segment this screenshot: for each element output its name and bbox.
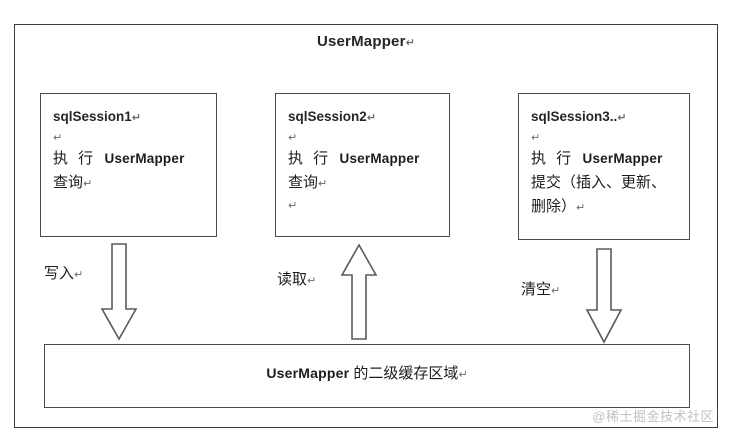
- session1-name: sqlSession1: [53, 109, 132, 124]
- arrow-label-write-pilcrow-icon: ↵: [74, 269, 84, 281]
- arrow-label-read-pilcrow-icon: ↵: [307, 275, 317, 287]
- session-box-sqlsession2: sqlSession2↵ ↵ 执 行 UserMapper 查询↵ ↵: [275, 93, 450, 237]
- session2-trailing-line: ↵: [288, 194, 449, 214]
- session2-name-pilcrow-icon: ↵: [366, 112, 377, 124]
- session1-body-1-latin: UserMapper: [104, 151, 185, 167]
- session2-body-1-cn: 执 行: [288, 150, 332, 168]
- session3-body-line-3: 删除）↵: [531, 196, 689, 218]
- session2-title: sqlSession2↵: [288, 108, 449, 126]
- session1-body-1-cn: 执 行: [53, 150, 97, 168]
- session2-body-2-pilcrow-icon: ↵: [318, 177, 328, 190]
- session3-title: sqlSession3..↵: [531, 108, 689, 126]
- session3-body-1-cn: 执 行: [531, 150, 575, 168]
- session2-blank-line: ↵: [288, 126, 449, 146]
- session1-body-2-pilcrow-icon: ↵: [83, 177, 93, 190]
- session1-title: sqlSession1↵: [53, 108, 216, 126]
- arrow-down-clear-icon: [585, 248, 623, 349]
- session2-trailing-pilcrow-icon: ↵: [288, 199, 298, 212]
- diagram-title: UserMapper↵: [0, 33, 732, 50]
- session2-body-line-2: 查询↵: [288, 172, 449, 194]
- watermark: @稀土掘金技术社区: [592, 409, 714, 424]
- arrow-label-clear-text: 清空: [521, 281, 552, 298]
- arrow-label-clear: 清空↵: [521, 278, 560, 299]
- session3-name-pilcrow-icon: ↵: [617, 112, 627, 124]
- cache-region-pilcrow-icon: ↵: [458, 369, 468, 381]
- session1-blank-pilcrow-icon: ↵: [53, 132, 63, 145]
- session3-body-1-latin: UserMapper: [582, 151, 663, 167]
- session3-body-line-2: 提交（插入、更新、: [531, 172, 689, 194]
- session-box-sqlsession1: sqlSession1↵ ↵ 执 行 UserMapper 查询↵: [40, 93, 217, 237]
- session3-name: sqlSession3..: [531, 109, 618, 124]
- arrow-down-write-icon: [100, 243, 138, 346]
- session1-body-line-2: 查询↵: [53, 172, 216, 194]
- arrow-label-write-text: 写入: [44, 265, 75, 282]
- session-box-sqlsession3: sqlSession3..↵ ↵ 执 行 UserMapper 提交（插入、更新…: [518, 93, 690, 240]
- session3-body-3-pilcrow-icon: ↵: [576, 201, 586, 214]
- second-level-cache-region-box: UserMapper 的二级缓存区域↵: [44, 344, 690, 408]
- session1-blank-line: ↵: [53, 126, 216, 146]
- arrow-up-read-icon: [340, 243, 378, 346]
- diagram-title-pilcrow-icon: ↵: [405, 37, 416, 49]
- arrow-label-clear-pilcrow-icon: ↵: [551, 285, 561, 297]
- arrow-label-write: 写入↵: [44, 262, 83, 283]
- cache-region-label: UserMapper 的二级缓存区域↵: [45, 362, 689, 383]
- session2-body-1-latin: UserMapper: [339, 151, 420, 167]
- session2-name: sqlSession2: [288, 109, 367, 124]
- session3-body-line-1: 执 行 UserMapper: [531, 148, 689, 170]
- session3-body-3-cn: 删除）: [531, 197, 577, 215]
- session1-body-2-cn: 查询: [53, 173, 84, 191]
- arrow-label-read: 读取↵: [277, 268, 316, 289]
- session2-blank-pilcrow-icon: ↵: [288, 132, 298, 145]
- cache-region-latin: UserMapper: [266, 365, 350, 381]
- session3-blank-pilcrow-icon: ↵: [531, 132, 541, 145]
- arrow-label-read-text: 读取: [277, 271, 308, 288]
- session2-body-2-cn: 查询: [288, 173, 319, 191]
- session1-name-pilcrow-icon: ↵: [131, 112, 142, 124]
- session3-body-2-cn: 提交（插入、更新、: [531, 173, 667, 191]
- session1-body-line-1: 执 行 UserMapper: [53, 148, 216, 170]
- session3-blank-line: ↵: [531, 126, 689, 146]
- session2-body-line-1: 执 行 UserMapper: [288, 148, 449, 170]
- cache-region-cn: 的二级缓存区域: [349, 365, 459, 382]
- diagram-title-text: UserMapper: [316, 33, 406, 50]
